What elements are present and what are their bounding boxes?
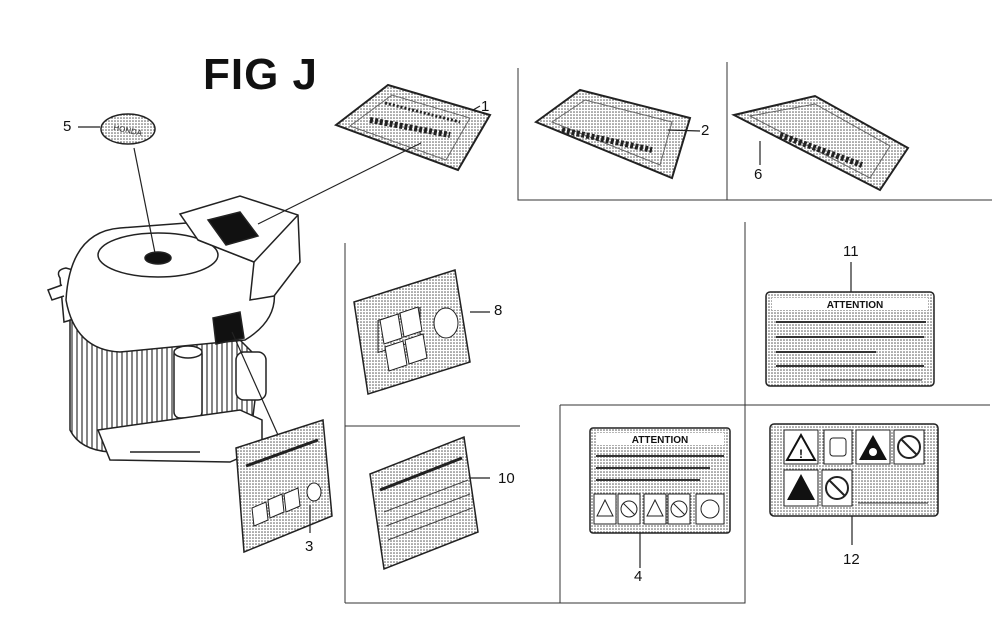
callout-2: 2 <box>701 122 710 139</box>
part-11-label: ATTENTION <box>765 291 935 387</box>
engine-illustration <box>47 195 301 463</box>
part-4-label: ATTENTION <box>589 427 731 534</box>
part-10-label <box>369 435 479 571</box>
callout-10: 10 <box>498 470 515 487</box>
attention-text-4: ATTENTION <box>632 435 688 446</box>
part-6-plate <box>731 94 910 192</box>
callout-3: 3 <box>305 538 314 555</box>
figure-title: FIG J <box>203 50 319 99</box>
callout-1: 1 <box>481 98 490 115</box>
part-3-label <box>235 418 333 554</box>
callout-6: 6 <box>754 166 763 183</box>
callout-11: 11 <box>843 243 859 260</box>
panel-borders <box>344 62 992 604</box>
part-2-plate <box>533 88 692 180</box>
attention-text-11: ATTENTION <box>827 300 883 311</box>
callout-8: 8 <box>494 302 503 319</box>
part-5-emblem: HONDA <box>100 113 156 145</box>
callout-12: 12 <box>843 551 860 568</box>
part-12-label: ! <box>769 423 939 517</box>
svg-text:!: ! <box>799 447 803 461</box>
callout-4: 4 <box>634 568 643 585</box>
part-1-plate <box>333 83 492 172</box>
part-8-label <box>353 269 471 395</box>
callout-5: 5 <box>63 118 72 135</box>
leader-lines <box>78 105 853 568</box>
